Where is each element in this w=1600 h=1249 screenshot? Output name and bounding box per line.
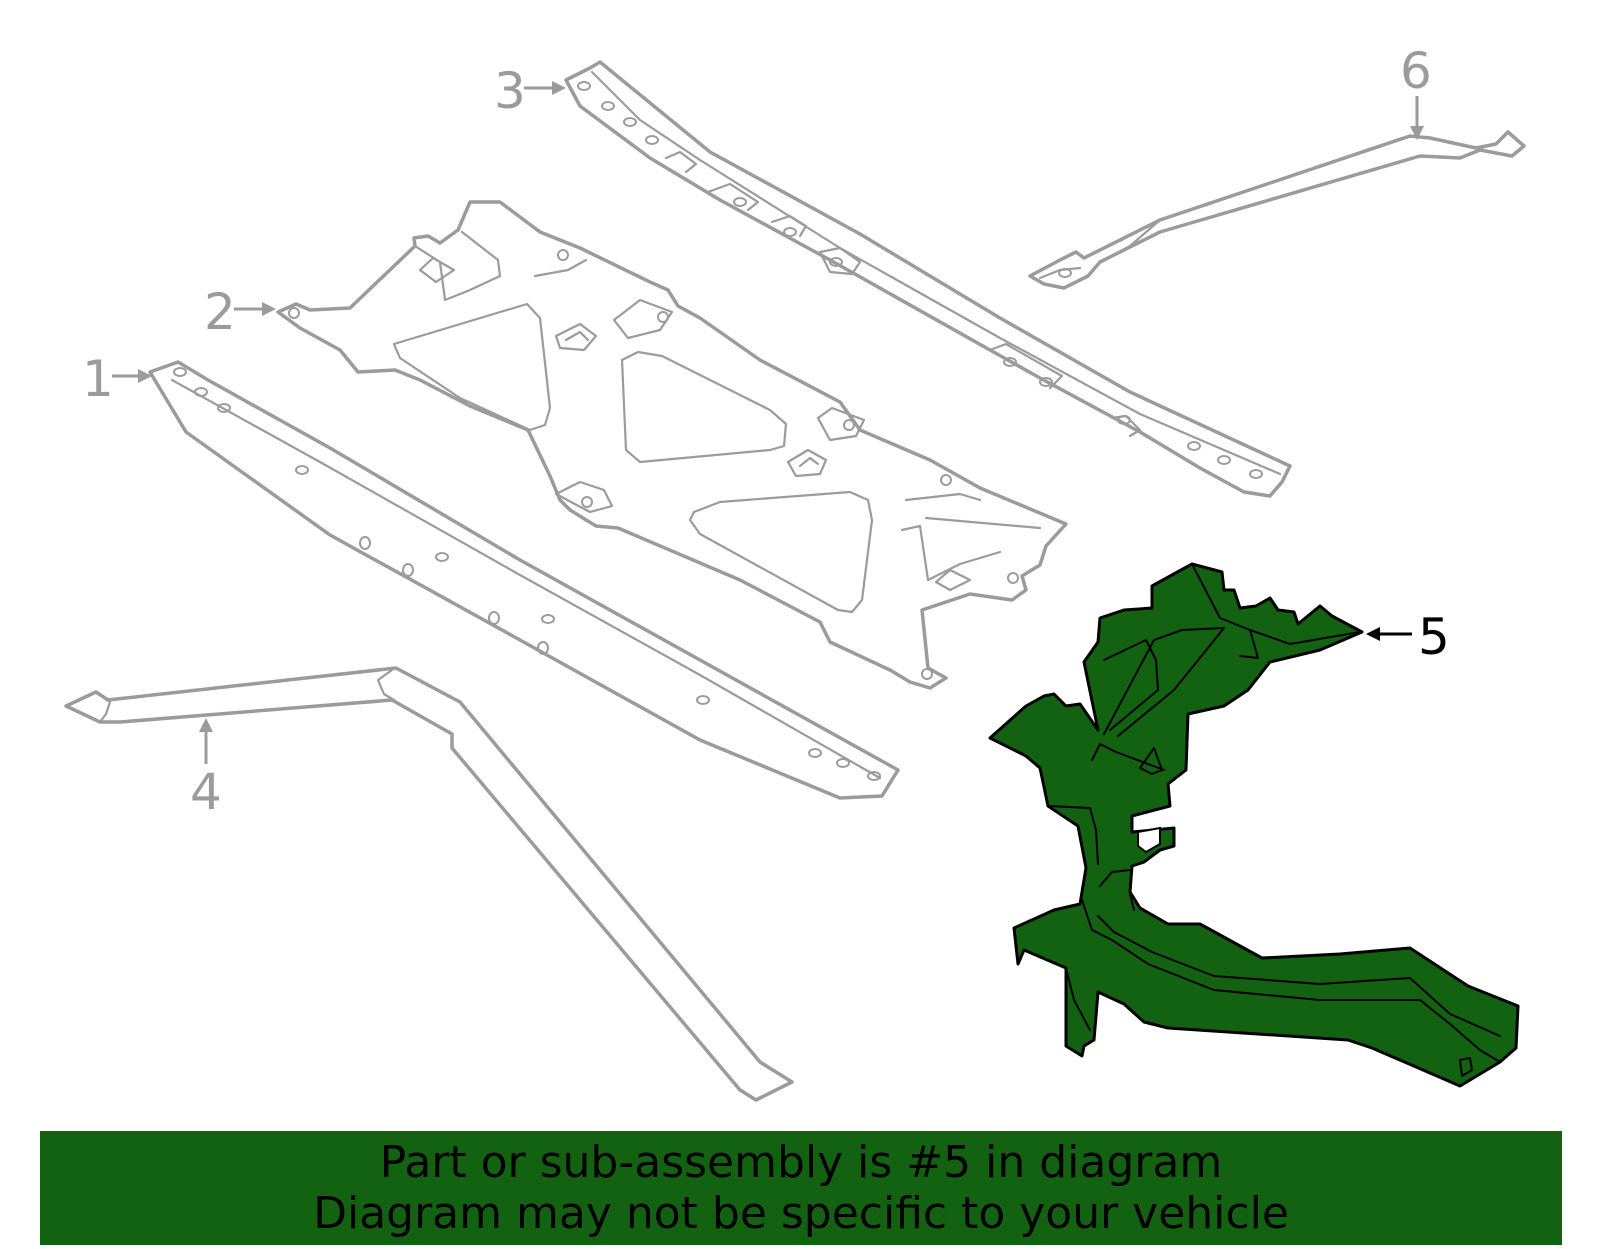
leader-3: [524, 81, 566, 95]
leader-1: [112, 369, 152, 383]
part-6-strut[interactable]: [1028, 130, 1526, 290]
banner-line-1: Part or sub-assembly is #5 in diagram: [379, 1137, 1223, 1188]
callout-5[interactable]: 5: [1418, 608, 1450, 666]
banner-line-2: Diagram may not be specific to your vehi…: [313, 1188, 1289, 1239]
callout-4[interactable]: 4: [190, 763, 222, 821]
part-5-bracket[interactable]: [988, 562, 1520, 1088]
part-4-brace[interactable]: [64, 666, 794, 1102]
part-1-beam[interactable]: [148, 360, 900, 800]
leader-5: [1366, 627, 1412, 641]
part-3-rail[interactable]: [564, 60, 1292, 498]
part-2-panel[interactable]: [276, 200, 1068, 690]
leader-6: [1410, 96, 1424, 140]
callout-3[interactable]: 3: [494, 62, 526, 120]
callout-6[interactable]: 6: [1400, 42, 1432, 100]
leader-2: [234, 302, 276, 316]
callout-2[interactable]: 2: [204, 283, 236, 341]
callout-1[interactable]: 1: [82, 350, 114, 408]
info-banner: Part or sub-assembly is #5 in diagram Di…: [40, 1131, 1562, 1245]
leader-4: [199, 718, 213, 764]
